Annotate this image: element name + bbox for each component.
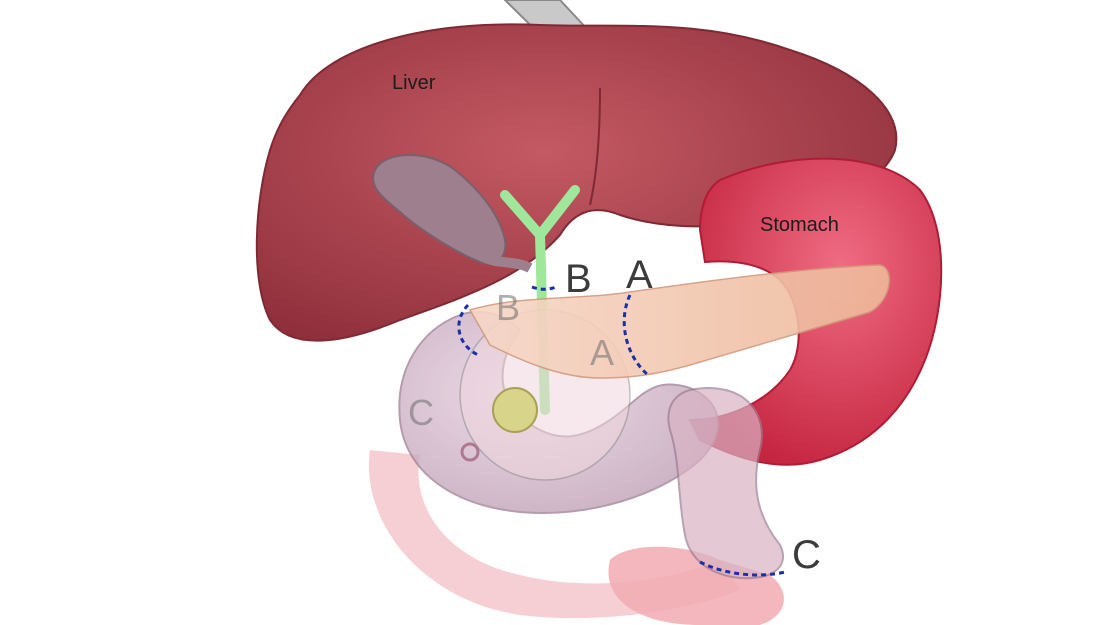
liver-label: Liver — [392, 72, 436, 94]
liver-fissure — [589, 87, 601, 206]
cut-label-a-back: A — [590, 332, 614, 373]
pancreas — [468, 264, 890, 379]
cut-label-b-front: B — [565, 257, 592, 301]
cut-line-b — [531, 285, 557, 291]
cut-line-b-back — [457, 303, 479, 357]
small-intestine — [368, 450, 740, 619]
cut-label-c-front: C — [792, 533, 821, 577]
cut-label-b-back: B — [496, 287, 520, 328]
stomach-label: Stomach — [760, 214, 839, 236]
gallbladder — [372, 154, 507, 265]
cut-label-a-front: A — [626, 253, 653, 297]
ampulla — [492, 387, 538, 433]
jejunum — [667, 387, 785, 580]
duodenal-papilla — [460, 442, 480, 462]
liver — [255, 23, 898, 342]
cystic-duct — [477, 250, 533, 273]
cut-label-c-back: C — [408, 392, 434, 433]
